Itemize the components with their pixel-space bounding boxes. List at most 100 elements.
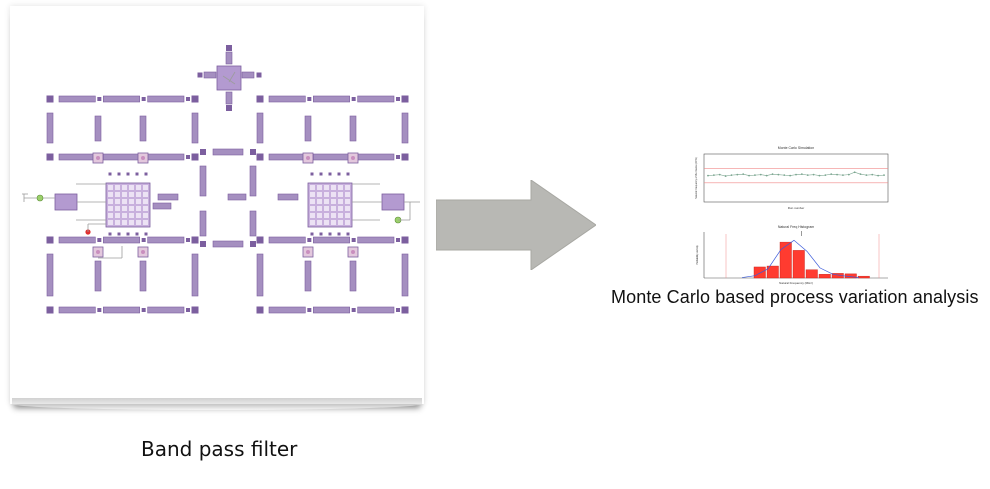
resistor-h	[313, 236, 350, 244]
pad	[126, 232, 130, 236]
electrode-cell	[115, 206, 120, 211]
pad	[191, 153, 199, 161]
electrode-cell	[129, 185, 134, 190]
pad	[396, 97, 400, 101]
series-point	[730, 174, 733, 177]
electrode-cell	[129, 192, 134, 197]
pad	[256, 236, 264, 244]
electrode-cell	[310, 213, 315, 218]
pad	[126, 172, 130, 176]
resistor-h	[277, 193, 299, 201]
electrode-cell	[143, 192, 148, 197]
electrode-cell	[129, 199, 134, 204]
hist-bar	[857, 275, 870, 279]
electrode-cell	[310, 199, 315, 204]
pad	[141, 97, 146, 101]
electrode-cell	[324, 220, 329, 225]
series-point	[754, 174, 756, 177]
series-point	[842, 174, 844, 177]
electrode-cell	[108, 199, 113, 204]
pad	[401, 95, 409, 103]
series-point	[877, 174, 880, 177]
series-point	[748, 174, 750, 177]
resistor-h	[58, 236, 96, 244]
resistor-v	[139, 260, 147, 292]
hist-bar	[779, 241, 792, 279]
electrode-cell	[324, 192, 329, 197]
density-curve	[741, 239, 860, 278]
electrode-cell	[136, 192, 141, 197]
pad	[117, 172, 121, 176]
resistor-h	[357, 306, 395, 314]
electrode-cell	[136, 185, 141, 190]
series-point	[712, 174, 715, 177]
pad	[307, 308, 312, 312]
resonator-core	[351, 250, 355, 254]
electrode-cell	[122, 206, 127, 211]
resistor-h	[357, 236, 395, 244]
resistor-v	[225, 51, 233, 65]
electrode-cell	[345, 192, 350, 197]
electrode-cell	[317, 213, 322, 218]
resistor-h	[203, 71, 217, 79]
electrode-cell	[310, 220, 315, 225]
series-point	[789, 174, 792, 177]
series-point	[759, 173, 762, 176]
pad	[256, 72, 262, 78]
band-pass-filter-caption: Band pass filter	[141, 437, 298, 461]
resonator-core	[96, 156, 100, 160]
electrode-cell	[136, 220, 141, 225]
pad	[144, 232, 148, 236]
electrode-cell	[122, 213, 127, 218]
electrode-cell	[345, 213, 350, 218]
electrode-cell	[317, 220, 322, 225]
electrode-cell	[310, 206, 315, 211]
hist-bar	[766, 265, 779, 279]
pad	[307, 97, 312, 101]
resistor-h	[212, 240, 244, 248]
resistor-v	[191, 112, 199, 144]
pad	[319, 172, 323, 176]
resistor-h	[227, 193, 247, 201]
pad	[46, 153, 54, 161]
resistor-v	[46, 112, 54, 144]
series-point	[824, 174, 827, 177]
right-arrow-icon	[436, 180, 596, 270]
resistor-h	[147, 95, 185, 103]
electrode-cell	[143, 199, 148, 204]
electrode-cell	[136, 199, 141, 204]
pad	[46, 306, 54, 314]
resistor-v	[94, 115, 102, 142]
electrode-cell	[345, 185, 350, 190]
pad	[197, 72, 203, 78]
electrode-cell	[143, 185, 148, 190]
resistor-h	[268, 95, 306, 103]
electrode-cell	[317, 185, 322, 190]
resistor-v	[349, 115, 357, 142]
series-point	[736, 173, 739, 176]
pad	[97, 308, 102, 312]
line-chart-title: Monte Carlo Simulation	[778, 146, 814, 150]
electrode-cell	[143, 220, 148, 225]
resistor-h	[313, 306, 350, 314]
electrode-cell	[136, 206, 141, 211]
pad	[396, 155, 400, 159]
pad	[200, 241, 206, 247]
resistor-v	[249, 165, 257, 197]
electrode-cell	[108, 206, 113, 211]
resistor-v	[249, 210, 257, 237]
pad	[200, 149, 206, 155]
hist-title: Natural Freq Histogram	[778, 225, 814, 229]
pad	[135, 172, 139, 176]
electrode-cell	[331, 185, 336, 190]
resonator-core	[141, 156, 145, 160]
top-switch-chip	[216, 65, 242, 91]
hist-bar	[792, 250, 805, 279]
electrode-cell	[108, 220, 113, 225]
electrode-cell	[136, 213, 141, 218]
series-point	[812, 173, 815, 176]
pad	[396, 238, 400, 242]
electrode-cell	[129, 213, 134, 218]
wire	[222, 75, 236, 85]
